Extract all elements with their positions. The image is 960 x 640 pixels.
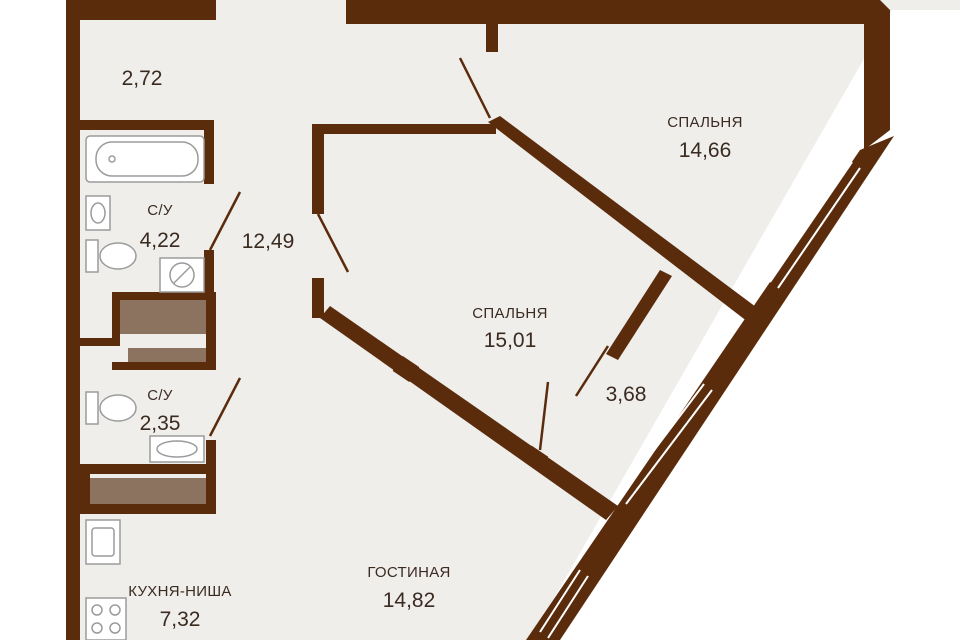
diagonal-wall-upper xyxy=(488,116,760,322)
floor-area xyxy=(78,0,960,640)
bath1-right-wall xyxy=(204,120,214,184)
bath2-right-wall xyxy=(206,440,216,512)
walls xyxy=(66,0,894,640)
bath2-area: 2,35 xyxy=(140,412,181,435)
bedroom2-left-wall-low xyxy=(312,278,324,318)
doors xyxy=(208,57,610,451)
top-wall-stub xyxy=(200,0,216,20)
hall-top-area: 2,72 xyxy=(122,67,163,90)
toilet-icon xyxy=(85,239,137,273)
top-wall-right xyxy=(346,0,890,150)
storage-blocks xyxy=(90,298,208,504)
kitchen-area: 7,32 xyxy=(160,608,201,631)
bath1-bottom-wall xyxy=(80,338,120,346)
bedroom1-name: СПАЛЬНЯ xyxy=(667,114,742,131)
living-area: 14,82 xyxy=(383,589,436,612)
bedroom2-name: СПАЛЬНЯ xyxy=(472,305,547,322)
storage3-bottom-wall xyxy=(80,504,216,514)
sink-icon-bath2 xyxy=(149,435,205,463)
storage-wall-right xyxy=(206,294,216,368)
bedroom2-left-wall xyxy=(312,124,324,214)
window-frames xyxy=(543,164,857,636)
storage3-left-wall xyxy=(80,464,90,514)
bath2-name: С/У xyxy=(147,387,173,404)
door-closet xyxy=(538,381,550,451)
door-bath1 xyxy=(208,191,242,251)
kitchen-name: КУХНЯ-НИША xyxy=(128,583,231,600)
top-wall-left xyxy=(66,0,216,20)
corridor-area: 12,49 xyxy=(242,230,295,253)
fixtures xyxy=(85,135,205,640)
bath1-name: С/У xyxy=(147,202,173,219)
door-closet-side xyxy=(574,345,610,397)
wall-block-b xyxy=(523,445,549,469)
bath2-bottom-wall xyxy=(80,464,216,474)
bedroom2-top-wall xyxy=(312,124,496,134)
closet-area: 3,68 xyxy=(606,383,647,406)
living-name: ГОСТИНАЯ xyxy=(367,564,450,581)
facade-wall xyxy=(526,136,894,640)
door-bath2 xyxy=(208,377,242,437)
bedroom1-area: 14,66 xyxy=(679,139,732,162)
diagonal-wall-lower xyxy=(320,306,618,520)
storage-wall-top xyxy=(112,292,216,300)
wall-block-a xyxy=(392,355,420,383)
storage-block-3 xyxy=(90,478,206,504)
stove-icon xyxy=(85,597,127,640)
door-bedroom2 xyxy=(316,213,350,273)
door-bedroom1 xyxy=(458,57,492,119)
bath1-right-wall-low xyxy=(204,250,214,294)
wall-stub-top xyxy=(486,24,498,52)
bath1-top-wall xyxy=(80,120,212,130)
sink-icon xyxy=(85,195,111,231)
bathtub-icon xyxy=(85,135,205,183)
storage-block-2 xyxy=(128,348,208,362)
storage-wall-bottom xyxy=(112,362,216,370)
outer-wall-left xyxy=(66,0,80,640)
washing-machine-icon xyxy=(159,257,205,293)
closet-wall xyxy=(606,270,672,360)
toilet-icon-bath2 xyxy=(85,391,137,425)
room-labels: 2,72 12,49 С/У 4,22 С/У 2,35 СПАЛЬНЯ 14,… xyxy=(122,67,743,631)
bedroom2-area: 15,01 xyxy=(484,329,537,352)
kitchen-sink-icon xyxy=(85,519,121,565)
window-icon xyxy=(539,161,861,639)
bath1-area: 4,22 xyxy=(140,229,181,252)
storage-wall-left xyxy=(112,292,120,338)
storage-block-1 xyxy=(120,298,208,334)
